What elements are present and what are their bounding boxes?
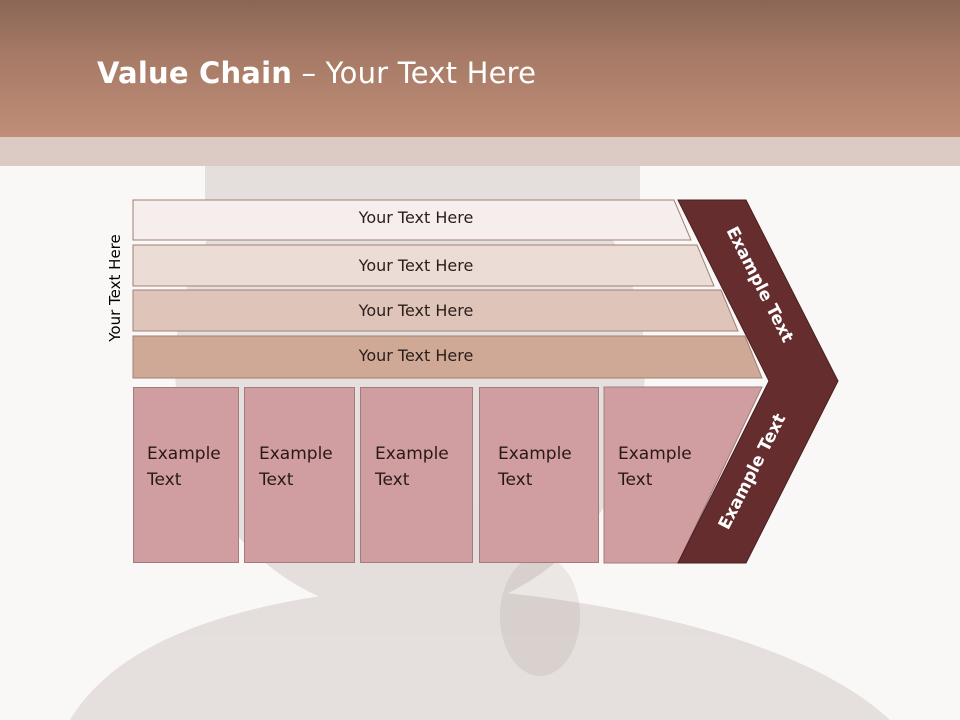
bar-shape-4 <box>132 335 763 379</box>
bar-label-3: Your Text Here <box>358 301 474 320</box>
page-title: Value Chain – Your Text Here <box>97 56 537 90</box>
bar-label-2: Your Text Here <box>358 256 474 275</box>
bar-shape-3 <box>132 289 739 332</box>
header-sub-band <box>0 137 960 166</box>
bar-label-4: Your Text Here <box>358 346 474 365</box>
bar-shape-2 <box>132 244 715 287</box>
column-4 <box>479 387 599 563</box>
column-1 <box>133 387 239 563</box>
header-band <box>0 0 960 137</box>
chevron-shape <box>677 199 839 564</box>
bar-label-1: Your Text Here <box>358 208 474 227</box>
column-2 <box>244 387 355 563</box>
bar-shape-1 <box>132 199 692 241</box>
column-3 <box>360 387 473 563</box>
